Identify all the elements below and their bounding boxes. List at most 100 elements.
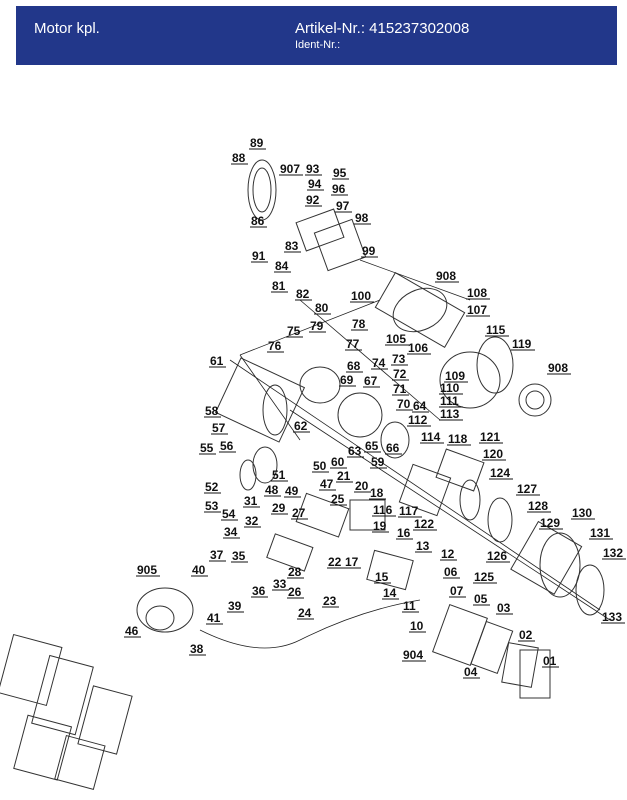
part-label-122: 122 bbox=[414, 517, 434, 531]
part-label-121: 121 bbox=[480, 430, 500, 444]
part-label-91: 91 bbox=[252, 249, 266, 263]
part-label-47: 47 bbox=[320, 477, 334, 491]
part-label-58: 58 bbox=[205, 404, 219, 418]
part-label-03: 03 bbox=[497, 601, 511, 615]
part-label-115: 115 bbox=[486, 323, 506, 337]
part-label-63: 63 bbox=[348, 444, 362, 458]
part-label-40: 40 bbox=[192, 563, 206, 577]
part-label-41: 41 bbox=[207, 611, 221, 625]
part-label-25: 25 bbox=[331, 492, 345, 506]
part-label-107: 107 bbox=[467, 303, 487, 317]
part-label-79: 79 bbox=[310, 319, 324, 333]
part-label-01: 01 bbox=[543, 654, 557, 668]
part-label-80: 80 bbox=[315, 301, 329, 315]
header-bar: Motor kpl. Artikel-Nr.: 415237302008 Ide… bbox=[16, 6, 617, 65]
part-label-133: 133 bbox=[602, 610, 622, 624]
part-label-70: 70 bbox=[397, 397, 411, 411]
part-label-111: 111 bbox=[440, 394, 459, 408]
part-label-29: 29 bbox=[272, 501, 286, 515]
article-number: Artikel-Nr.: 415237302008 bbox=[295, 20, 470, 37]
part-label-04: 04 bbox=[464, 665, 478, 679]
part-label-113: 113 bbox=[440, 407, 460, 421]
part-label-21: 21 bbox=[337, 469, 351, 483]
part-label-71: 71 bbox=[393, 382, 407, 396]
part-label-130: 130 bbox=[572, 506, 592, 520]
part-label-93: 93 bbox=[306, 162, 320, 176]
part-label-106: 106 bbox=[408, 341, 428, 355]
part-label-35: 35 bbox=[232, 549, 246, 563]
part-label-60: 60 bbox=[331, 455, 345, 469]
fan-cover-shape bbox=[247, 159, 277, 221]
part-label-32: 32 bbox=[245, 514, 259, 528]
part-outlines bbox=[0, 159, 611, 791]
part-label-72: 72 bbox=[393, 367, 407, 381]
part-label-36: 36 bbox=[252, 584, 266, 598]
part-label-69: 69 bbox=[340, 373, 354, 387]
part-label-37: 37 bbox=[210, 548, 224, 562]
part-label-117: 117 bbox=[399, 504, 419, 518]
part-label-02: 02 bbox=[519, 628, 533, 642]
part-label-905: 905 bbox=[137, 563, 157, 577]
part-label-81: 81 bbox=[272, 279, 286, 293]
part-label-904: 904 bbox=[403, 648, 423, 662]
part-label-97: 97 bbox=[336, 199, 350, 213]
part-label-96: 96 bbox=[332, 182, 346, 196]
part-label-118: 118 bbox=[448, 432, 468, 446]
part-label-120: 120 bbox=[483, 447, 503, 461]
part-label-61: 61 bbox=[210, 354, 224, 368]
part-label-56: 56 bbox=[220, 439, 234, 453]
part-label-108: 108 bbox=[467, 286, 487, 300]
part-label-119: 119 bbox=[512, 337, 532, 351]
gear-shape bbox=[518, 383, 552, 417]
part-label-82: 82 bbox=[296, 287, 310, 301]
part-label-92: 92 bbox=[306, 193, 320, 207]
part-label-17: 17 bbox=[345, 555, 359, 569]
part-label-11: 11 bbox=[403, 599, 416, 613]
part-label-05: 05 bbox=[474, 592, 488, 606]
ident-number: Ident-Nr.: bbox=[295, 39, 341, 51]
part-label-907: 907 bbox=[280, 162, 300, 176]
part-label-27: 27 bbox=[292, 506, 306, 520]
part-label-13: 13 bbox=[416, 539, 430, 553]
part-label-54: 54 bbox=[222, 507, 236, 521]
part-label-125: 125 bbox=[474, 570, 494, 584]
part-label-20: 20 bbox=[355, 479, 369, 493]
part-label-127: 127 bbox=[517, 482, 537, 496]
part-label-116: 116 bbox=[373, 503, 393, 517]
part-label-110: 110 bbox=[440, 381, 460, 395]
part-label-59: 59 bbox=[371, 455, 385, 469]
part-label-76: 76 bbox=[268, 339, 282, 353]
part-label-50: 50 bbox=[313, 459, 327, 473]
part-label-86: 86 bbox=[251, 214, 265, 228]
part-label-83: 83 bbox=[285, 239, 299, 253]
part-label-51: 51 bbox=[272, 468, 286, 482]
part-label-22: 22 bbox=[328, 555, 342, 569]
part-label-14: 14 bbox=[383, 586, 397, 600]
part-label-65: 65 bbox=[365, 439, 379, 453]
part-label-73: 73 bbox=[392, 352, 406, 366]
part-label-19: 19 bbox=[373, 519, 387, 533]
part-label-77: 77 bbox=[346, 337, 360, 351]
part-label-131: 131 bbox=[590, 526, 610, 540]
part-label-105: 105 bbox=[386, 332, 406, 346]
part-label-128: 128 bbox=[528, 499, 548, 513]
part-label-55: 55 bbox=[200, 441, 214, 455]
part-label-908: 908 bbox=[548, 361, 568, 375]
part-label-52: 52 bbox=[205, 480, 219, 494]
part-label-15: 15 bbox=[375, 570, 389, 584]
part-label-26: 26 bbox=[288, 585, 302, 599]
part-label-38: 38 bbox=[190, 642, 204, 656]
part-label-23: 23 bbox=[323, 594, 337, 608]
part-label-75: 75 bbox=[287, 324, 301, 338]
assembly-title: Motor kpl. bbox=[34, 20, 100, 37]
part-label-33: 33 bbox=[273, 577, 287, 591]
cover-905-shape bbox=[136, 587, 194, 633]
part-label-64: 64 bbox=[413, 399, 427, 413]
part-label-126: 126 bbox=[487, 549, 507, 563]
part-label-06: 06 bbox=[444, 565, 458, 579]
part-label-68: 68 bbox=[347, 359, 361, 373]
part-label-114: 114 bbox=[421, 430, 441, 444]
part-label-78: 78 bbox=[352, 317, 366, 331]
part-label-48: 48 bbox=[265, 483, 279, 497]
